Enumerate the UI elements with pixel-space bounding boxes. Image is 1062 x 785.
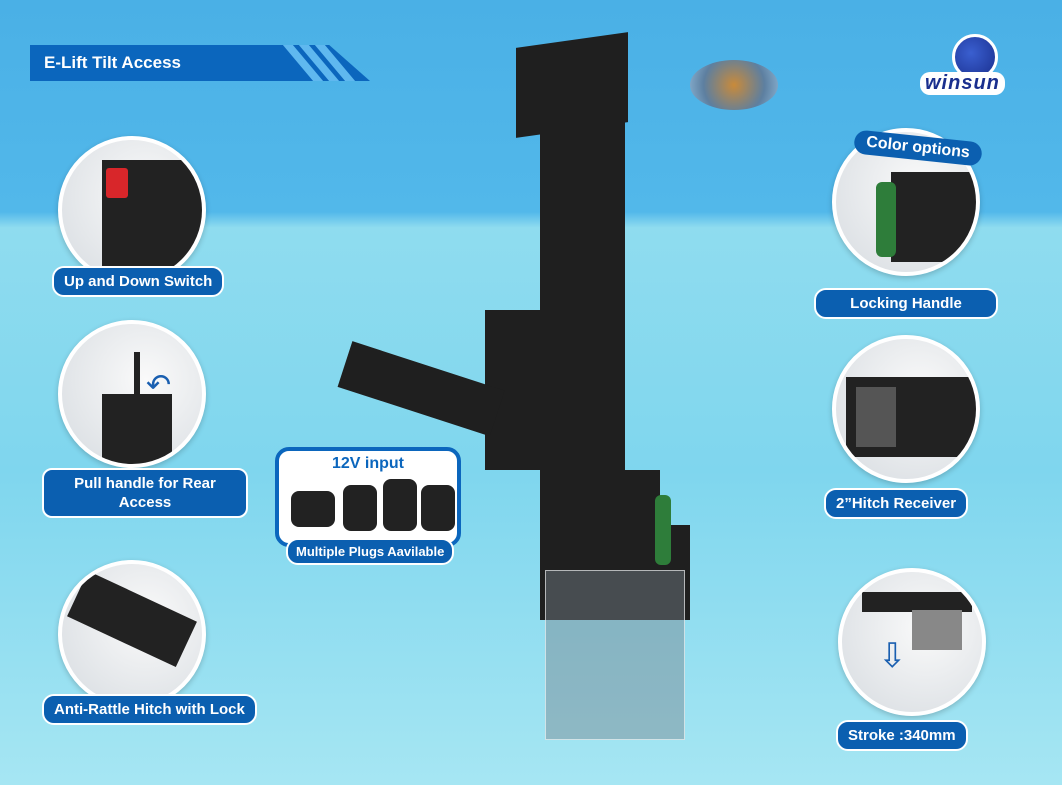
plugs-heading: 12V input bbox=[331, 455, 404, 472]
label-up-down-switch: Up and Down Switch bbox=[52, 266, 225, 297]
brand-logo: winsun bbox=[912, 34, 1030, 100]
curved-arrow-icon: ↶ bbox=[146, 369, 172, 402]
lift-green-handle bbox=[655, 495, 671, 565]
stroke-bracket bbox=[912, 610, 962, 650]
handle-bracket bbox=[102, 394, 172, 464]
label-multiple-plugs: Multiple Plugs Aavilable bbox=[286, 538, 455, 565]
title-banner: E-Lift Tilt Access bbox=[30, 45, 370, 81]
switch-detail-image bbox=[58, 136, 206, 284]
label-pull-handle: Pull handle for Rear Access bbox=[42, 468, 248, 518]
lift-locking-handle-body bbox=[605, 470, 660, 555]
pull-handle-detail-image: ↶ bbox=[58, 320, 206, 468]
lift-hitch-arm bbox=[337, 341, 505, 437]
stroke-rail bbox=[862, 592, 972, 612]
receiver-opening bbox=[856, 387, 896, 447]
pull-pin bbox=[134, 352, 140, 402]
hitch-bar bbox=[67, 570, 197, 668]
label-anti-rattle: Anti-Rattle Hitch with Lock bbox=[42, 694, 257, 725]
down-arrow-icon: ⇩ bbox=[878, 637, 907, 675]
round-plug-13pin-icon bbox=[383, 479, 417, 531]
lift-main-column bbox=[540, 120, 625, 530]
round-plug-icon bbox=[421, 485, 455, 531]
page-title: E-Lift Tilt Access bbox=[44, 53, 181, 72]
round-plug-7pin-icon bbox=[343, 485, 377, 531]
label-locking-handle: Locking Handle bbox=[814, 288, 998, 319]
plugs-panel: 12V input bbox=[275, 447, 461, 547]
lift-inner-stroke-section bbox=[545, 570, 685, 740]
stroke-detail-image: ⇩ bbox=[838, 568, 986, 716]
green-handle bbox=[876, 182, 896, 257]
flat-plug-icon bbox=[291, 491, 335, 527]
label-hitch-receiver: 2”Hitch Receiver bbox=[824, 488, 969, 519]
anti-rattle-detail-image bbox=[58, 560, 206, 708]
motor-detail-image bbox=[690, 60, 778, 110]
label-stroke: Stroke :340mm bbox=[836, 720, 968, 751]
brand-wordmark: winsun bbox=[920, 72, 1005, 95]
handle-body bbox=[891, 172, 976, 262]
red-switch-icon bbox=[106, 168, 128, 198]
hitch-receiver-detail-image bbox=[832, 335, 980, 483]
